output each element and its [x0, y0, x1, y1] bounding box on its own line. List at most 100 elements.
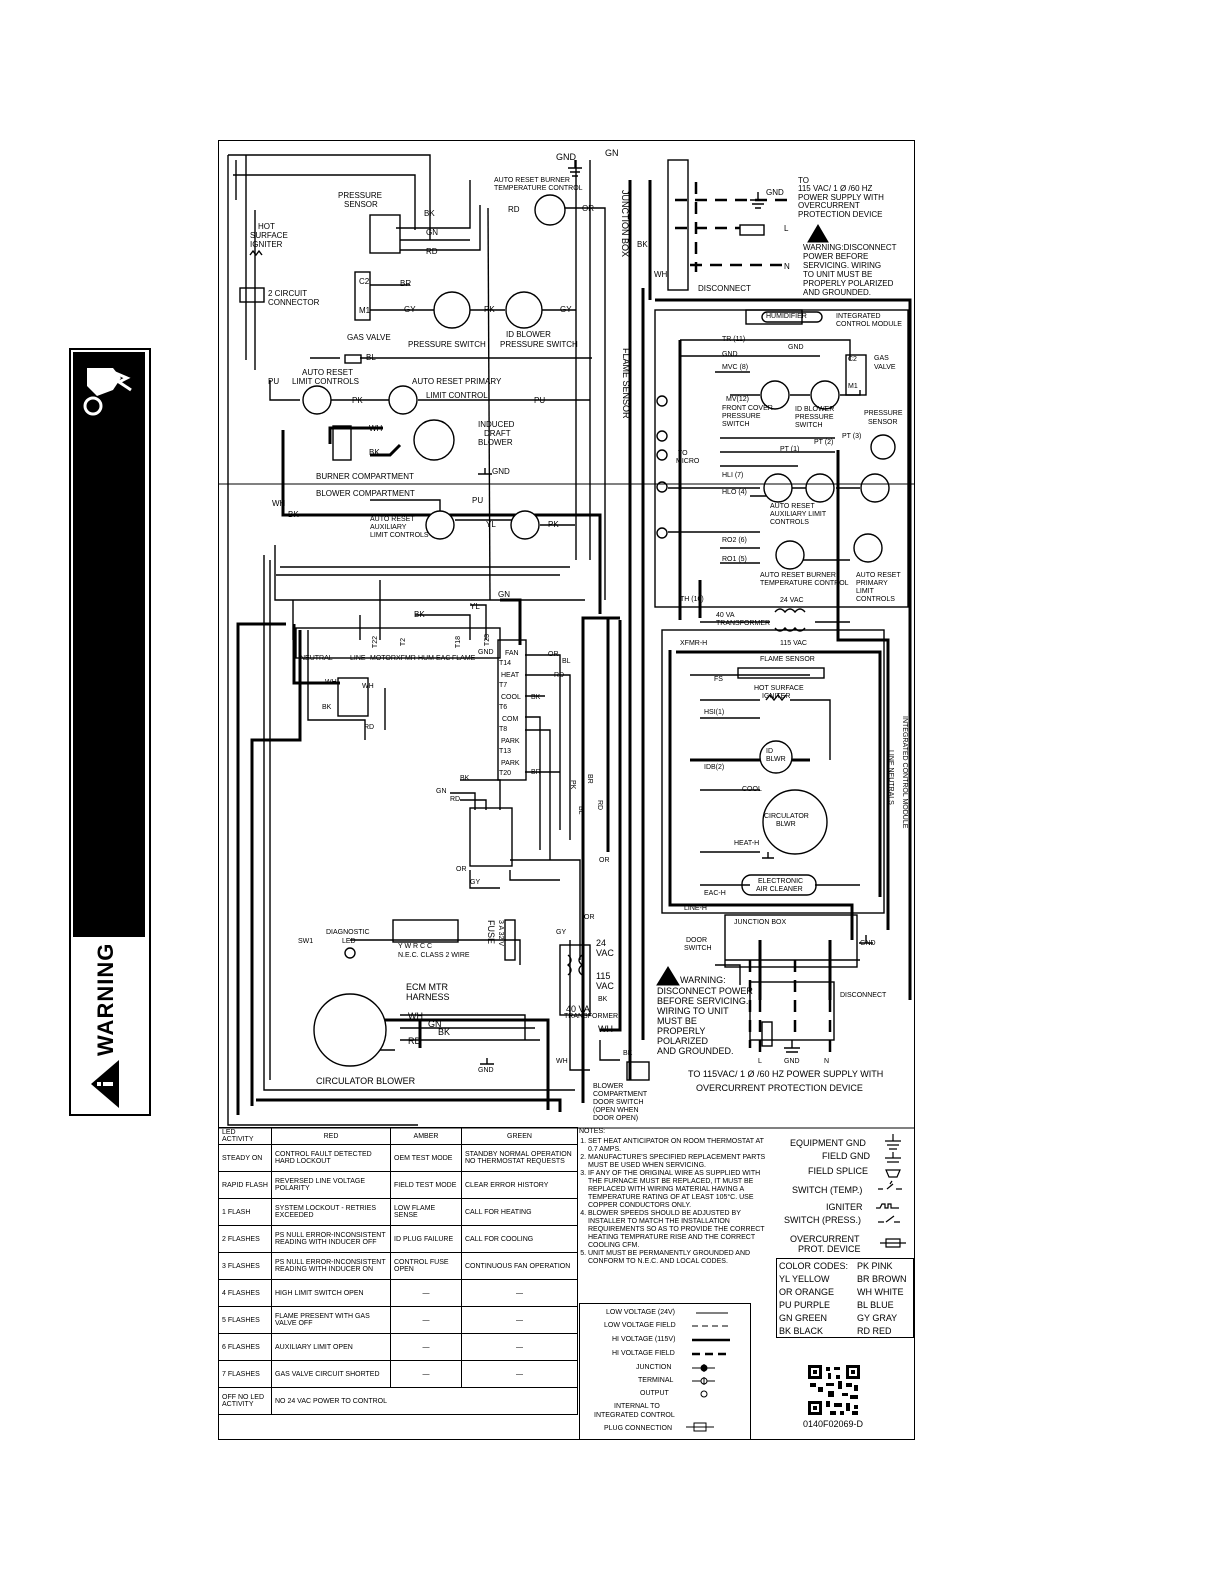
symbol-label: SWITCH (TEMP.)	[792, 1185, 863, 1195]
label-aux-limit-r-1: AUTO RESET	[770, 503, 815, 510]
label-pk-1: PK	[484, 305, 495, 314]
color-code-item: WH WHITE	[857, 1287, 904, 1297]
table-cell: CONTROL FUSE OPEN	[390, 1252, 462, 1280]
color-code-item: YL YELLOW	[779, 1274, 830, 1284]
label-t20: T20	[499, 770, 512, 777]
label-t18: T18	[455, 636, 462, 649]
label-m1-r: M1	[848, 383, 858, 390]
label-induced-2: DRAFT	[484, 429, 511, 438]
label-gnd-supply: GND	[766, 188, 784, 197]
label-hsi1: HSI(1)	[704, 709, 725, 716]
color-code-item: BR BROWN	[857, 1274, 907, 1284]
label-ywrcc: Y W R C C	[398, 943, 433, 950]
label-pt2: PT (2)	[814, 439, 834, 446]
label-xfmr-h: XFMR-H	[680, 640, 708, 647]
label-power-supply-bottom-2: OVERCURRENT PROTECTION DEVICE	[696, 1083, 863, 1093]
table-cell: —	[390, 1279, 462, 1307]
legend-item: HI VOLTAGE (115V)	[612, 1336, 676, 1343]
label-id-blower-ps-1: ID BLOWER	[506, 330, 551, 339]
label-mvc8: MVC (8)	[722, 364, 749, 371]
label-aux-limit-1: AUTO RESET	[370, 516, 415, 523]
label-bl-board: BL	[562, 658, 571, 665]
label-nec: N.E.C. CLASS 2 WIRE	[398, 952, 470, 959]
label-gnd-bottom: GND	[784, 1058, 800, 1065]
label-idb-gnd: GND	[492, 467, 510, 476]
table-cell: OFF NO LED ACTIVITY	[218, 1387, 272, 1415]
label-bcds-3: DOOR SWITCH	[593, 1099, 644, 1106]
label-c2-r: C2	[848, 356, 857, 363]
label-auto-reset-primary-2: LIMIT CONTROL	[426, 391, 488, 400]
note-item: SET HEAT ANTICIPATOR ON ROOM THERMOSTAT …	[588, 1138, 774, 1154]
label-ro1-5: RO1 (5)	[722, 556, 747, 563]
legend-item: TERMINAL	[638, 1377, 674, 1384]
label-ro2-6: RO2 (6)	[722, 537, 747, 544]
label-eac-2: AIR CLEANER	[756, 886, 803, 893]
label-id-blower-ps-2: PRESSURE SWITCH	[500, 340, 578, 349]
label-eac-1: ELECTRONIC	[758, 878, 804, 885]
label-aux-limit-r-3: CONTROLS	[770, 519, 809, 526]
label-board-motor: MOTOR	[370, 655, 396, 662]
label-to-supply-3: POWER SUPPLY WITH	[798, 193, 884, 202]
table-cell: 4 FLASHES	[218, 1279, 272, 1307]
label-warn-mid-6: PROPERLY	[657, 1026, 706, 1036]
label-n: N	[784, 262, 790, 271]
table-cell: CALL FOR HEATING	[461, 1198, 578, 1226]
label-l: L	[784, 224, 789, 233]
label-warn-mid-5: MUST BE	[657, 1016, 697, 1026]
table-cell: 1 FLASH	[218, 1198, 272, 1226]
label-line-h: LINE-H	[684, 905, 707, 912]
table-cell: —	[390, 1333, 462, 1361]
label-heat: HEAT	[501, 672, 520, 679]
legend-item: INTERNAL TO	[614, 1403, 660, 1410]
label-icm-1: INTEGRATED	[836, 313, 881, 320]
label-or-board: OR	[548, 651, 559, 658]
label-vac24-b: 24	[596, 938, 607, 948]
label-t23: T23	[484, 634, 491, 647]
warning-strip: WARNING	[69, 348, 151, 1116]
symbol-label: IGNITER	[826, 1202, 863, 1212]
label-idb-wh: WH	[369, 424, 383, 433]
label-pk-right: PK	[569, 780, 576, 790]
table-cell: —	[461, 1279, 578, 1307]
label-yl: YL	[486, 520, 496, 529]
label-ecm-gn: GN	[428, 1019, 442, 1029]
label-va40-1: 40 VA	[716, 612, 735, 619]
color-code-item: GY GRAY	[857, 1313, 898, 1323]
label-tr11: TR (11)	[722, 336, 746, 343]
color-code-item: RD RED	[857, 1326, 892, 1336]
label-va40-b: 40 VA	[566, 1004, 590, 1014]
label-front-cover-2: PRESSURE	[722, 413, 761, 420]
label-primary-r-2: PRIMARY	[856, 580, 888, 587]
label-warn-mid-8: AND GROUNDED.	[657, 1046, 734, 1056]
label-park: PARK	[501, 738, 520, 745]
line-legend: LOW VOLTAGE (24V) LOW VOLTAGE FIELD HI V…	[579, 1303, 751, 1440]
label-vac115-b2: VAC	[596, 981, 614, 991]
table-cell: RAPID FLASH	[218, 1171, 272, 1199]
label-ecm-2: HARNESS	[406, 992, 450, 1002]
label-junction-box: JUNCTION BOX	[620, 190, 630, 258]
label-eac-h: EAC-H	[704, 890, 726, 897]
color-code-item: BL BLUE	[857, 1300, 894, 1310]
note-item: UNIT MUST BE PERMANENTLY GROUNDED AND CO…	[588, 1250, 774, 1266]
table-cell: 7 FLASHES	[218, 1360, 272, 1388]
table-cell: —	[461, 1306, 578, 1334]
label-rd-right: RD	[596, 800, 603, 811]
label-to-supply-5: PROTECTION DEVICE	[798, 210, 883, 219]
table-cell: OEM TEST MODE	[390, 1144, 462, 1172]
label-wh-plug: WH	[325, 679, 337, 686]
label-id-blower-r-1: ID BLOWER	[795, 406, 835, 413]
label-pressure-sensor-r-2: SENSOR	[868, 419, 898, 426]
label-hsi-1: HOT	[258, 222, 275, 231]
label-warn-top-5: PROPERLY POLARIZED	[803, 279, 894, 288]
label-blower-compartment: BLOWER COMPARTMENT	[316, 489, 415, 498]
label-ecm-gnd: GND	[478, 1067, 494, 1074]
table-cell: ID PLUG FAILURE	[390, 1225, 462, 1253]
label-l-bottom: L	[758, 1058, 762, 1065]
label-pressure-sensor-1: PRESSURE	[338, 191, 383, 200]
label-ps-gn: GN	[426, 228, 438, 237]
pressure-switch-icon	[878, 1215, 900, 1223]
label-hsi-3: IGNITER	[250, 240, 283, 249]
label-door-switch-1: DOOR	[686, 937, 707, 944]
